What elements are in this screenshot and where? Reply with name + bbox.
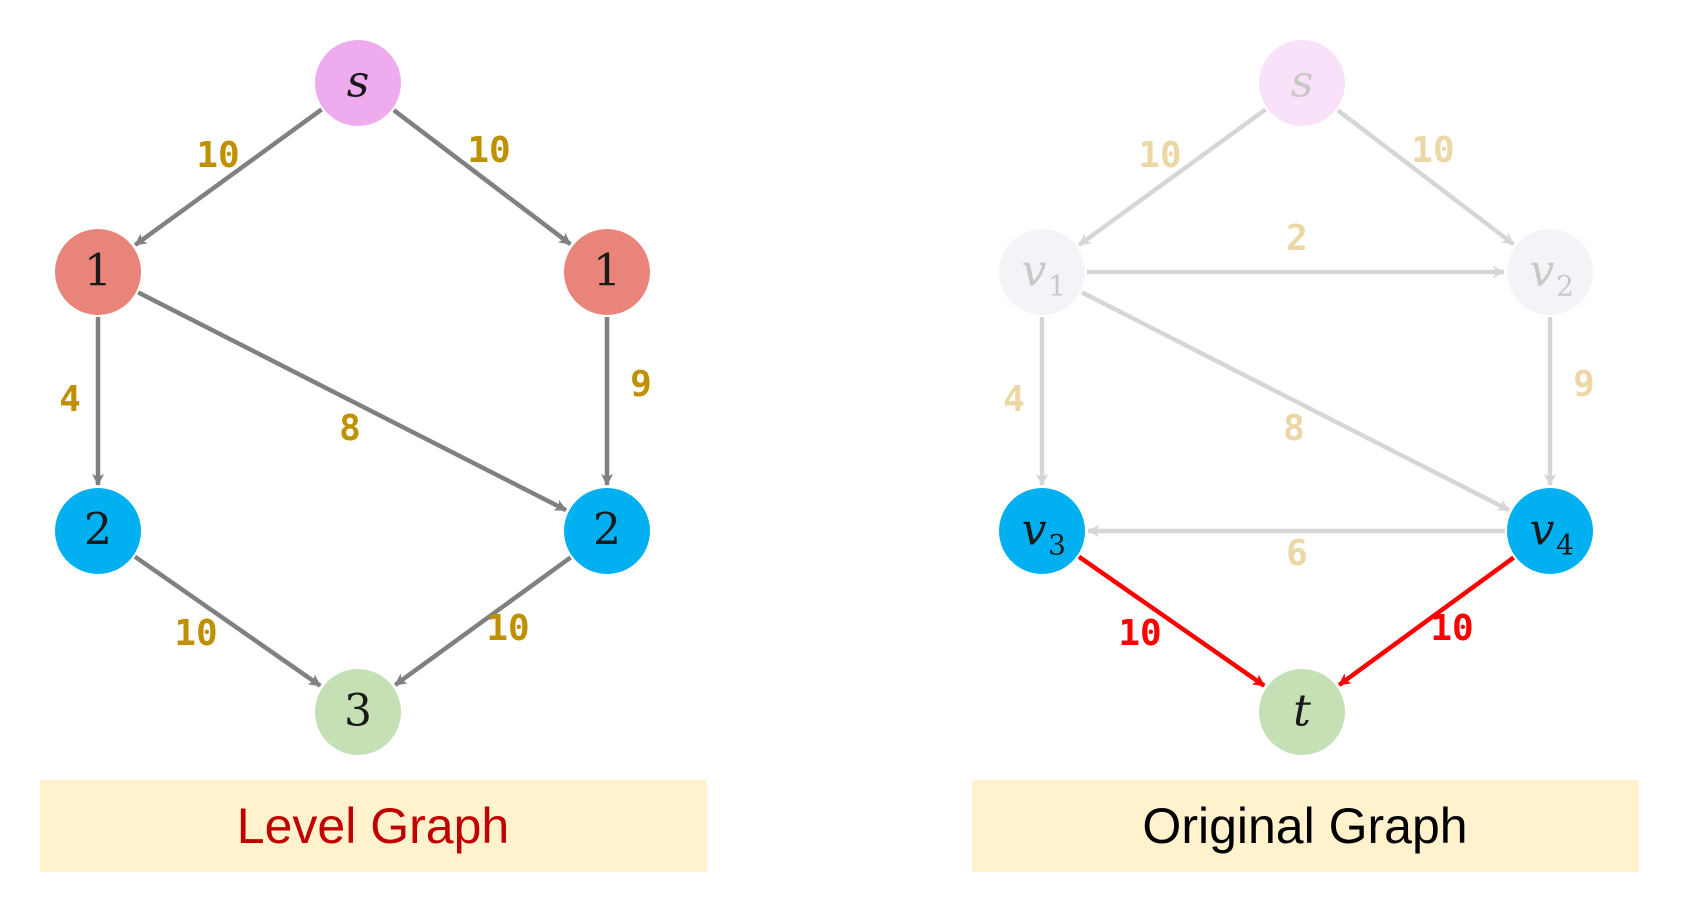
original-edge-weight-v1-v3: 4 (1003, 379, 1025, 420)
level-edge-s-b (392, 108, 572, 246)
original-edge-weight-v4-v3: 6 (1286, 533, 1308, 574)
level-node-s (315, 40, 401, 126)
level-edge-weight-d-t: 10 (486, 608, 529, 649)
original-node-label-v2: v (1530, 246, 1555, 297)
original-edge-weight-v3-t: 10 (1118, 613, 1161, 654)
original-edge-v4-t (1337, 555, 1515, 687)
original-node-label-v4: v (1530, 505, 1555, 556)
level-edge-c-t (133, 554, 322, 688)
level-edge-weight-c-t: 10 (174, 613, 217, 654)
level-node-b (564, 229, 650, 315)
level-graph-caption-text: Level Graph (237, 798, 509, 854)
level-node-label-b: 1 (593, 246, 621, 297)
original-graph-edges: 10 10 2 4 8 9 6 10 10 (1003, 107, 1595, 688)
original-edge-v3-t (1077, 554, 1266, 688)
original-graph-caption-text: Original Graph (1142, 798, 1467, 854)
original-node-label-v1: v (1022, 246, 1047, 297)
original-edge-s-v2 (1336, 108, 1515, 246)
level-node-label-t: 3 (344, 686, 372, 737)
original-node-v1 (999, 229, 1085, 315)
level-node-label-d: 2 (593, 505, 621, 556)
level-edge-weight-s-a: 10 (196, 135, 239, 176)
original-node-label-t: t (1293, 686, 1311, 737)
original-node-label-v3: v (1022, 505, 1047, 556)
original-edge-weight-v4-t: 10 (1430, 608, 1473, 649)
original-edge-weight-v1-v4: 8 (1283, 408, 1305, 449)
level-node-t (315, 669, 401, 755)
original-node-v2 (1507, 229, 1593, 315)
original-node-subscript-v2: 2 (1556, 270, 1574, 303)
level-graph-caption: Level Graph (40, 780, 707, 872)
level-node-a (55, 229, 141, 315)
original-edge-weight-s-v1: 10 (1138, 135, 1181, 176)
level-edge-d-t (393, 555, 572, 687)
original-graph-caption: Original Graph (972, 780, 1639, 872)
original-edge-s-v1 (1077, 107, 1267, 247)
level-graph-edges: 10 10 4 8 9 10 10 (59, 107, 652, 688)
level-node-label-a: 1 (84, 246, 112, 297)
original-edge-weight-s-v2: 10 (1411, 130, 1454, 171)
original-node-subscript-v3: 3 (1048, 529, 1066, 562)
level-edge-s-a (133, 107, 323, 247)
level-node-d (564, 488, 650, 574)
original-edge-weight-v2-v4: 9 (1573, 364, 1595, 405)
level-edge-weight-a-c: 4 (59, 379, 81, 420)
level-graph-nodes: s 1 1 2 2 3 (55, 40, 650, 755)
original-node-s (1259, 40, 1345, 126)
level-edge-weight-a-d: 8 (339, 408, 361, 449)
level-edge-a-d (137, 290, 568, 513)
level-edge-weight-b-d: 9 (630, 364, 652, 405)
original-graph-caption-box (972, 780, 1639, 872)
level-node-label-s: s (347, 57, 370, 108)
original-node-v4 (1507, 488, 1593, 574)
original-node-t (1259, 669, 1345, 755)
level-graph: 10 10 4 8 9 10 10 s 1 1 2 2 3 Level Graph (40, 40, 707, 872)
level-node-c (55, 488, 141, 574)
original-node-subscript-v1: 1 (1048, 270, 1066, 303)
original-node-label-s: s (1291, 57, 1314, 108)
original-edge-v1-v4 (1081, 290, 1511, 513)
original-edge-weight-v1-v2: 2 (1286, 218, 1308, 259)
level-graph-caption-box (40, 780, 707, 872)
original-node-subscript-v4: 4 (1556, 529, 1574, 562)
original-node-v3 (999, 488, 1085, 574)
level-node-label-c: 2 (84, 505, 112, 556)
level-edge-weight-s-b: 10 (467, 130, 510, 171)
